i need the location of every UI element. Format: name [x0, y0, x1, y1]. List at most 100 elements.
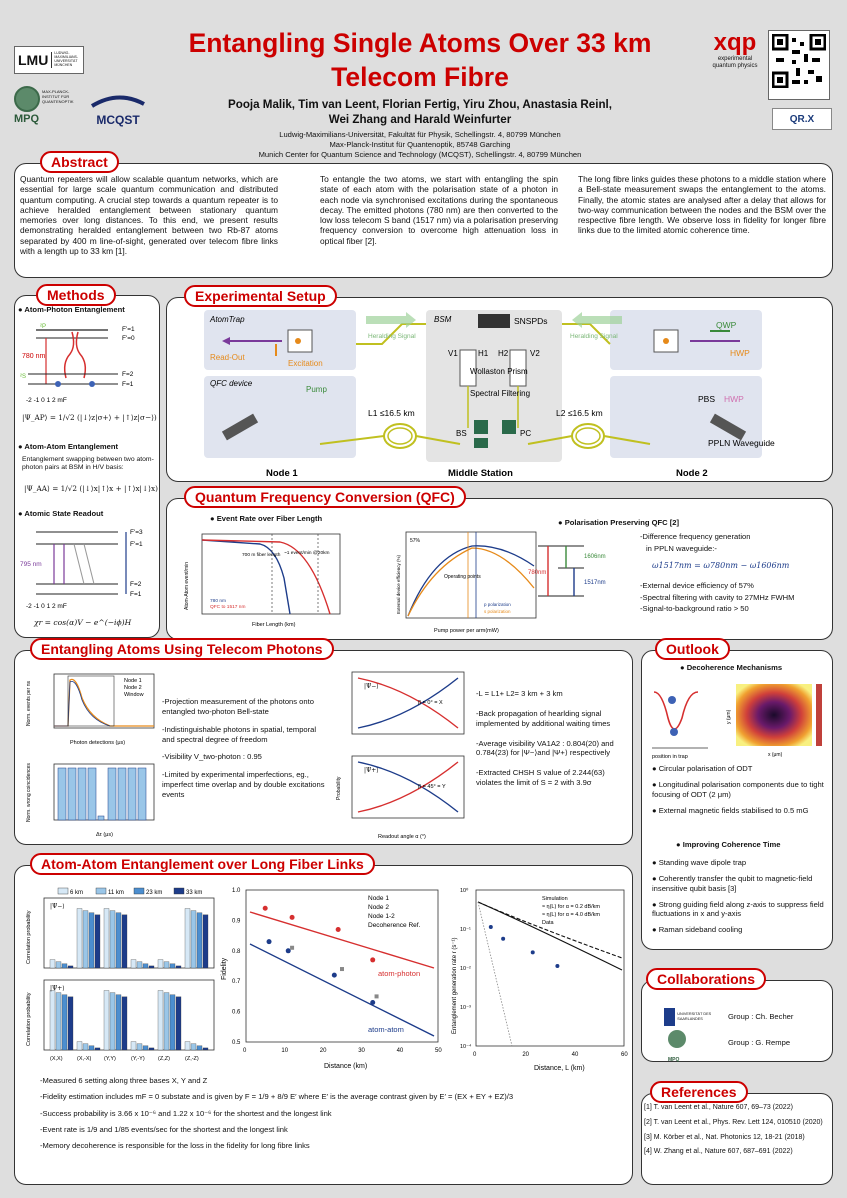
fidelity-x-tick: 0 — [243, 1048, 247, 1054]
longfiber-bullets: -Measured 6 setting along three bases X,… — [40, 1076, 630, 1151]
annot-1event: ~1 event/min @20km — [284, 550, 330, 556]
rate-leg-2: ≈ η(L) for α = 0.2 dB/km — [542, 904, 600, 910]
lf-bullet-4: -Event rate is 1/9 and 1/85 events/sec f… — [40, 1124, 288, 1134]
readout-level-diagram: 795 nm F'=3 F'=1 F=2 F=1 -2 -1 0 1 2 mF — [20, 529, 143, 610]
title-line-1: Entangling Single Atoms Over 33 km — [188, 28, 652, 58]
abstract-col-2: To entangle the two atoms, we start with… — [320, 174, 558, 246]
fidelity-point-atom-atom — [331, 972, 337, 978]
correlation-bar — [94, 914, 101, 969]
trap-potential-diagram: position in trap — [652, 691, 708, 760]
label-node-2: Node 2 — [676, 468, 708, 479]
correlation-bar — [175, 965, 182, 969]
label-pc: PC — [520, 429, 531, 438]
correlation-bar — [61, 963, 68, 969]
page-title: Entangling Single Atoms Over 33 km Telec… — [150, 26, 690, 94]
outlook-item-2-text: Longitudinal polarisation components due… — [652, 779, 824, 799]
outlook-item-6-text: Strong guiding field along z-axis to sup… — [652, 899, 824, 919]
correlation-bar — [196, 1045, 203, 1051]
label-v1: V1 — [448, 349, 458, 358]
fidelity-point-atom-photon — [262, 905, 268, 911]
nm1517-label: 1517nm — [584, 580, 606, 586]
methods-panel — [14, 295, 160, 638]
level-f1c: F'=1 — [130, 541, 143, 548]
qfc-bullet-1: -Difference frequency generation — [640, 532, 751, 541]
level-f0: F'=0 — [122, 335, 135, 342]
level-f1d: F=1 — [130, 591, 142, 598]
bars-psi-plus — [49, 990, 209, 1051]
outlook-item-4-text: Standing wave dipole trap — [658, 858, 747, 867]
mcqst-swoosh-icon — [90, 95, 145, 108]
telecom-left-bullets: -Projection measurement of the photons o… — [162, 697, 328, 800]
label-hwp: HWP — [730, 348, 750, 358]
fidelity-y-tick: 1.0 — [232, 888, 241, 894]
level-f2: F=2 — [122, 371, 134, 378]
bar-category-label: (X,-X) — [77, 1056, 92, 1062]
qfc-pol-heading: ● Polarisation Preserving QFC [2] — [558, 518, 680, 527]
authors: Pooja Malik, Tim van Leent, Florian Fert… — [150, 97, 690, 127]
level-f1b: F=1 — [122, 381, 134, 388]
readout-xlabel: Readout angle α (°) — [378, 834, 426, 840]
correlation-bar — [115, 912, 122, 969]
rate-leg-4: Data — [542, 920, 555, 926]
collab-title: Collaborations — [646, 968, 767, 990]
fidelity-plot: Node 1 Node 2 Node 1-2 Decoherence Ref. … — [221, 888, 442, 1070]
correlation-bar — [55, 992, 62, 1051]
legend-qfc: QFC to 1517 nm — [210, 604, 245, 610]
correlation-bar — [49, 990, 56, 1051]
label-node-1: Node 1 — [266, 468, 298, 479]
telecom-r-bullet-1: -L = L1+ L2= 3 km + 3 km — [476, 689, 563, 698]
mpq-logo: MAX-PLANCK-INSTITUT FÜR QUANTENOPTIK MPQ — [14, 86, 84, 126]
bar-category-label: (Z,-Z) — [185, 1056, 199, 1062]
reference-1: [1] T. van Leent et al., Nature 607, 69–… — [644, 1104, 793, 1111]
correlation-bar — [76, 908, 83, 969]
references-list: [1] T. van Leent et al., Nature 607, 69–… — [644, 1104, 828, 1163]
fidelity-point-atom-atom — [285, 948, 291, 954]
beta-label-2: β = 45° = Y — [418, 784, 446, 790]
coincidence-bar-plot: Δτ (μs) Norm. wrong coincidences — [26, 763, 155, 838]
qfc-bullet-1b: in PPLN waveguide:- — [646, 543, 717, 553]
qrx-logo: QR.X — [772, 108, 832, 130]
label-readout: Read-Out — [210, 353, 245, 362]
rate-data-point — [488, 925, 493, 930]
correlation-bar — [142, 1045, 149, 1051]
svg-text:²P: ²P — [40, 324, 46, 330]
correlation-bar — [103, 990, 110, 1051]
qr-code[interactable] — [768, 30, 830, 100]
fidelity-point-decoherence — [374, 994, 379, 999]
rate-leg-1: Simulation — [542, 896, 568, 902]
correlation-bar — [148, 965, 155, 969]
rate-x-tick: 20 — [522, 1052, 529, 1058]
fidelity-y-tick: 0.5 — [232, 1040, 241, 1046]
leg-node-2: Node 2 — [124, 685, 142, 691]
beta-label-1: β = 0° = X — [418, 700, 443, 706]
psi-minus-label: |Ψ−⟩ — [364, 683, 379, 690]
lmu-logo-sub: LUDWIG-MAXIMILIANS-UNIVERSITÄT MÜNCHEN — [54, 51, 79, 67]
outlook-item-3-text: External magnetic fields stabilised to 0… — [658, 805, 809, 815]
label-snspds: SNSPDs — [514, 316, 548, 326]
annot-700m: 700 m fiber length — [242, 552, 281, 558]
magnetic-field-map: x (μm) y (μm) — [726, 684, 822, 758]
telecom-right-bullets: -L = L1+ L2= 3 km + 3 km -Back propagati… — [476, 689, 628, 788]
correlation-bar — [61, 994, 68, 1051]
photon-ylabel: Norm. events per ns — [26, 680, 32, 726]
label-h2: H2 — [498, 349, 509, 358]
methods-heading-3: ● Atomic State Readout — [18, 509, 104, 518]
saarland-logo: UNIVERSITÄT DES SAARLANDES — [664, 1006, 720, 1028]
outlook-item-7: ● Raman sideband cooling — [652, 925, 743, 935]
label-excitation: Excitation — [288, 359, 323, 368]
reference-2: [2] T. van Leent et al., Phys. Rev. Lett… — [644, 1118, 823, 1126]
mf-axis-2: -2 -1 0 1 2 mF — [26, 603, 67, 610]
fidelity-point-atom-photon — [289, 914, 295, 920]
rate-y-tick: 10⁻¹ — [460, 927, 471, 933]
fid-leg-decoh: Decoherence Ref. — [368, 922, 421, 929]
correlation-bar — [130, 1041, 137, 1051]
methods-content: ● Atom-Photon Entanglement — [18, 305, 158, 315]
fidelity-x-tick: 20 — [320, 1048, 327, 1054]
fidelity-y-tick: 0.6 — [232, 1010, 241, 1016]
fid-leg-node12: Node 1-2 — [368, 913, 395, 920]
bar-leg-6km: 6 km — [70, 890, 83, 896]
outlook-heading-1-text: Decoherence Mechanisms — [686, 663, 783, 672]
affiliation-1: Ludwig-Maximilians-Universität, Fakultät… — [279, 130, 561, 139]
outlook-item-5-text: Coherently transfer the qubit to magneti… — [652, 873, 813, 893]
